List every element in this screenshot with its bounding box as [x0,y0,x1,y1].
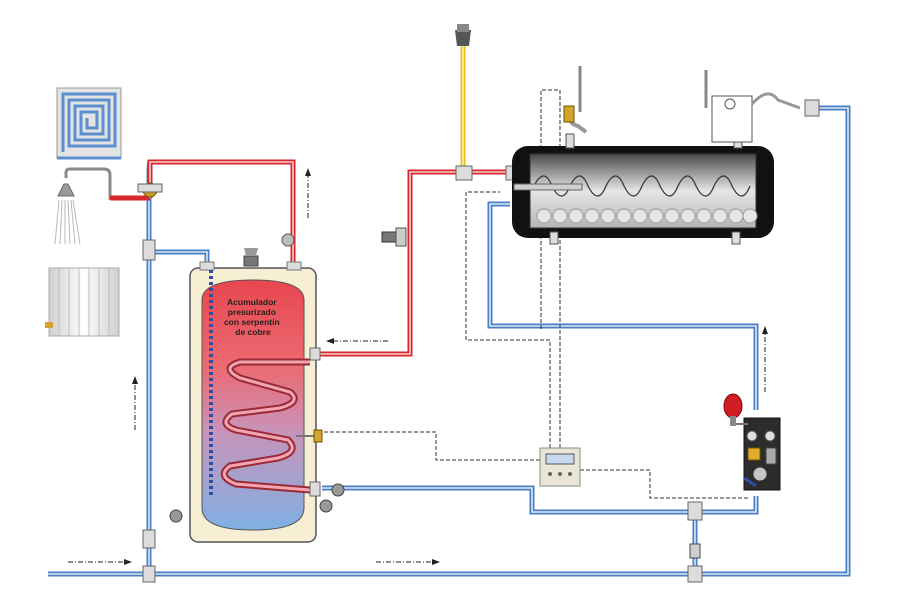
tank-label-line-1: Acumulador [227,297,277,307]
air-vent-pipe [455,24,471,172]
cold-water-pipes [48,105,851,577]
tank-label: Acumulador presurizado con serpentín de … [224,297,282,337]
tank-label-line-3: con serpentín [224,317,280,327]
solar-controller-icon [539,447,581,487]
expansion-vessel-icon [723,393,748,426]
radiator-icon [45,267,120,337]
shower-icon [54,167,112,245]
valve-icon [142,99,820,583]
flow-arrows [68,172,766,563]
tank-label-line-2: presurizado [228,307,276,317]
collector-vent [563,66,588,134]
valve-icon [137,182,701,559]
collector-motor-box [704,70,801,143]
storage-tank: Acumulador presurizado con serpentín de … [189,248,323,543]
underfloor-heating-icon [56,87,122,160]
pump-station-icon [743,417,781,491]
control-wiring [318,89,748,499]
tank-label-line-4: de cobre [235,327,271,337]
flow-arrowheads [124,168,768,565]
solar-collector-icon [512,133,774,245]
